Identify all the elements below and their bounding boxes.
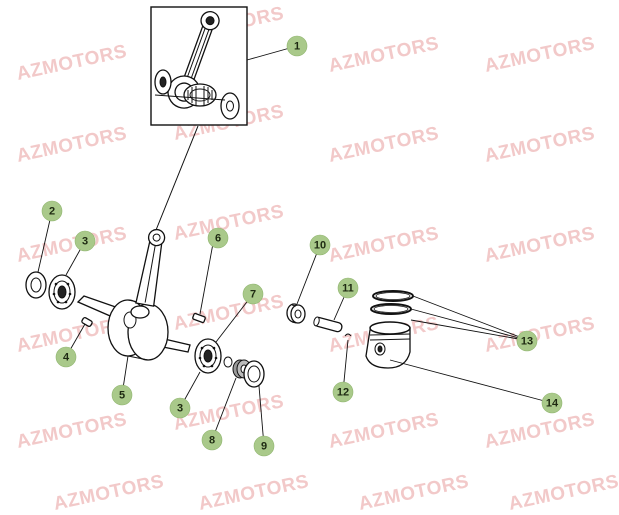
watermark-text: AZMOTORS (172, 201, 286, 245)
watermark-text: AZMOTORS (15, 223, 129, 267)
callout-number: 12 (337, 387, 349, 399)
watermark-text: AZMOTORS (483, 223, 597, 267)
watermark-text: AZMOTORS (507, 471, 619, 515)
key-part-4 (81, 316, 93, 328)
watermark-text: AZMOTORS (483, 409, 597, 453)
callout-circle (286, 35, 308, 57)
callout-circle (332, 381, 354, 403)
callout-circle (111, 384, 133, 406)
callout-circle (169, 397, 191, 419)
callout-3a: 3 (74, 230, 96, 252)
callout-number: 10 (314, 240, 326, 252)
callout-10: 10 (309, 234, 331, 256)
callout-2: 2 (41, 200, 63, 222)
callout-circle (74, 230, 96, 252)
piston-rings-part-13 (370, 290, 414, 315)
callout-number: 13 (521, 336, 533, 348)
callout-3b: 3 (169, 397, 191, 419)
watermark-text: AZMOTORS (483, 33, 597, 77)
callout-9: 9 (253, 435, 275, 457)
callout-number: 1 (294, 41, 300, 53)
piston-part-14 (365, 321, 411, 369)
piston-pin-part-11 (313, 316, 343, 333)
callout-circle (207, 227, 229, 249)
watermark-layer: AZMOTORS AZMOTORS AZMOTORS AZMOTORS AZMOTORS… (15, 3, 619, 515)
watermark-text: AZMOTORS (15, 41, 129, 85)
circlip-part-7 (223, 356, 233, 368)
seal-ring-part-2 (25, 271, 47, 299)
callout-circle (309, 234, 331, 256)
watermark-text: AZMOTORS (15, 409, 129, 453)
callout-14: 14 (541, 392, 563, 414)
callout-circle (201, 429, 223, 451)
callout-6: 6 (207, 227, 229, 249)
callout-12: 12 (332, 381, 354, 403)
callout-circle (516, 330, 538, 352)
needle-bearing-part-10 (286, 303, 306, 324)
callout-7: 7 (242, 283, 264, 305)
watermark-text: AZMOTORS (172, 291, 286, 335)
inset-detail-box (150, 6, 248, 126)
pin-part-6 (192, 312, 206, 324)
watermark-text: AZMOTORS (357, 471, 471, 515)
callout-number: 14 (546, 398, 559, 410)
watermark-text: AZMOTORS (327, 223, 441, 267)
callout-circle (253, 435, 275, 457)
callout-8: 8 (201, 429, 223, 451)
crankshaft-part-5 (76, 228, 191, 361)
watermark-text: AZMOTORS (327, 123, 441, 167)
callout-11: 11 (337, 277, 359, 299)
callout-number: 6 (215, 233, 221, 245)
callout-circle (337, 277, 359, 299)
seal-part-9 (243, 360, 265, 388)
bearing-right-part-3 (194, 338, 222, 374)
callout-circle (41, 200, 63, 222)
watermark-text: AZMOTORS (197, 471, 311, 515)
callout-number: 5 (119, 390, 125, 402)
callout-number: 8 (209, 435, 215, 447)
callout-number: 7 (250, 289, 256, 301)
callout-number: 4 (63, 352, 70, 364)
callout-circle (242, 283, 264, 305)
callout-circle (541, 392, 563, 414)
callout-4: 4 (55, 346, 77, 368)
watermark-text: AZMOTORS (483, 123, 597, 167)
clip-part-12 (344, 333, 352, 337)
bearing-left-part-3 (48, 274, 76, 310)
callout-number: 3 (82, 236, 88, 248)
watermark-text: AZMOTORS (327, 33, 441, 77)
callout-number: 9 (261, 441, 267, 453)
callout-5: 5 (111, 384, 133, 406)
callout-number: 2 (49, 206, 55, 218)
watermark-text: AZMOTORS (327, 409, 441, 453)
callout-13: 13 (516, 330, 538, 352)
inset-leader-line (151, 125, 199, 241)
callout-number: 11 (342, 283, 354, 295)
watermark-text: AZMOTORS (15, 123, 129, 167)
callout-circle (55, 346, 77, 368)
callout-number: 3 (177, 403, 183, 415)
callout-1: 1 (286, 35, 308, 57)
watermark-text: AZMOTORS (483, 313, 597, 357)
watermark-text: AZMOTORS (52, 471, 166, 515)
